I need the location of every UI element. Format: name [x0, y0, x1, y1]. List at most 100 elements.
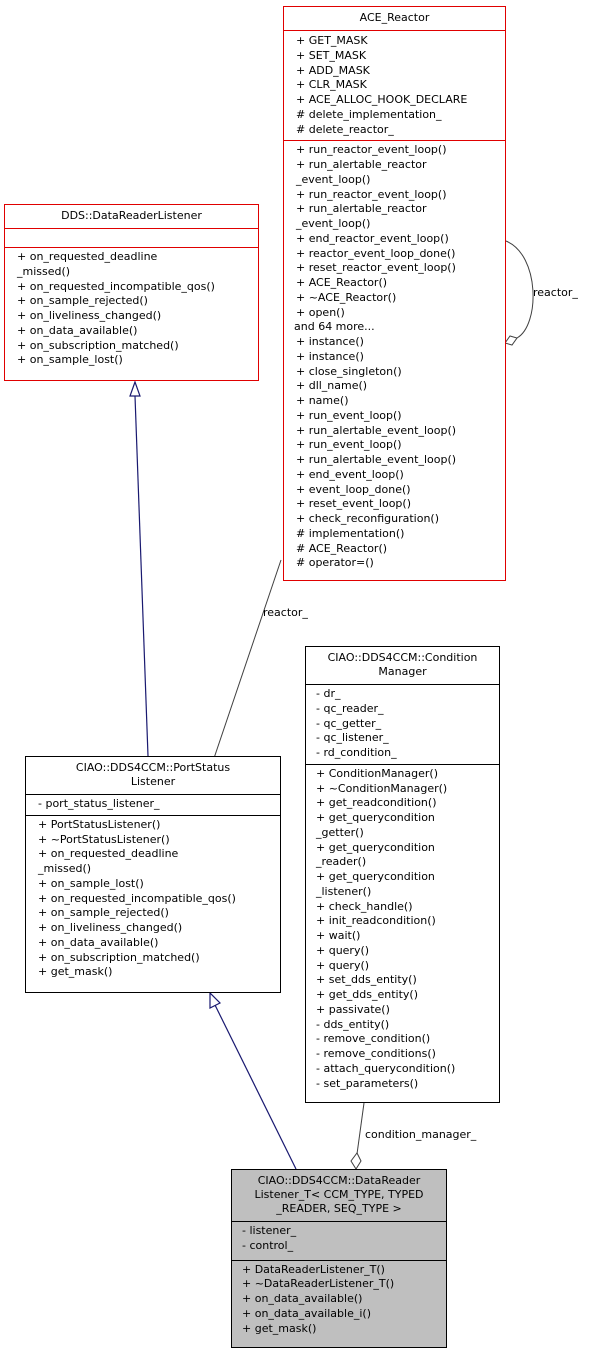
method-row: _getter()	[316, 825, 364, 839]
method-row: + get_dds_entity()	[316, 988, 418, 1001]
method-row: + on_sample_rejected()	[17, 294, 148, 308]
method-row: - dds_entity()	[316, 1017, 390, 1031]
method-row: + event_loop_done()	[296, 482, 411, 496]
method-row: _reader()	[316, 855, 367, 869]
method-row: + wait()	[316, 929, 361, 942]
method-row: # ACE_Reactor()	[296, 541, 388, 555]
method-row: + name()	[296, 394, 349, 407]
method-row: + reset_event_loop()	[296, 497, 411, 511]
method-row: + on_data_available()	[38, 935, 159, 949]
method-row: + on_liveliness_changed()	[17, 309, 162, 322]
method-row: # implementation()	[296, 526, 405, 540]
attributes-section: + GET_MASK + SET_MASK + ADD_MASK + CLR_M…	[284, 30, 505, 140]
method-row: + run_event_loop()	[296, 438, 402, 452]
class-title: ACE_Reactor	[359, 11, 430, 24]
attribute-row: - control_	[242, 1238, 294, 1252]
method-row: + on_requested_incompatible_qos()	[17, 279, 215, 293]
method-row: + dll_name()	[296, 379, 368, 393]
attributes-section: - port_status_listener_	[26, 794, 280, 815]
class-title-line: Listener	[130, 775, 176, 788]
method-row: + check_reconfiguration()	[296, 512, 440, 525]
method-row: + get_mask()	[242, 1321, 317, 1335]
method-row: + on_requested_deadline	[38, 847, 179, 861]
attribute-row: + SET_MASK	[296, 48, 367, 62]
attribute-row: - listener_	[242, 1224, 297, 1237]
methods-section: + DataReaderListener_T() + ~DataReaderLi…	[232, 1259, 446, 1340]
methods-section: + run_reactor_event_loop() + run_alertab…	[284, 140, 505, 574]
method-row: # operator=()	[296, 556, 374, 570]
class-title-line: CIAO::DDS4CCM::DataReader	[257, 1174, 421, 1187]
attribute-row: - qc_reader_	[316, 701, 384, 715]
method-row: + on_requested_deadline	[17, 250, 158, 263]
method-row: + run_alertable_reactor	[296, 202, 427, 216]
attribute-row: - qc_getter_	[316, 716, 382, 730]
attribute-row: + CLR_MASK	[296, 78, 367, 92]
attributes-section: - listener_ - control_	[232, 1221, 446, 1260]
class-title-line: Listener_T< CCM_TYPE, TYPED	[254, 1188, 424, 1201]
method-row: + get_readcondition()	[316, 796, 437, 810]
inheritance-edge-datareaderlistener-t	[214, 1004, 297, 1170]
class-title: CIAO::DDS4CCM::DataReader Listener_T< CC…	[232, 1170, 446, 1221]
method-row: + ACE_Reactor()	[296, 276, 388, 289]
edge-label-reactor-self: reactor_	[533, 286, 578, 299]
class-title-line: CIAO::DDS4CCM::PortStatus	[75, 761, 231, 774]
method-row: + on_data_available_i()	[242, 1306, 371, 1320]
method-row: + query()	[316, 943, 370, 957]
method-row: + ~DataReaderListener_T()	[242, 1277, 395, 1291]
method-row: + on_subscription_matched()	[17, 338, 179, 352]
method-row: + reactor_event_loop_done()	[296, 246, 456, 260]
method-row: + on_data_available()	[17, 323, 138, 337]
method-row: + instance()	[296, 349, 364, 363]
method-row: + on_sample_lost()	[17, 353, 123, 367]
method-row: - remove_condition()	[316, 1032, 431, 1046]
method-row: + end_event_loop()	[296, 467, 404, 481]
class-title: CIAO::DDS4CCM::PortStatus Listener	[26, 757, 280, 794]
method-row: + on_liveliness_changed()	[38, 921, 183, 934]
method-row: + query()	[316, 958, 370, 972]
method-row: + run_reactor_event_loop()	[296, 187, 447, 201]
method-row: + PortStatusListener()	[38, 817, 161, 831]
method-row: _event_loop()	[296, 172, 371, 186]
method-row: + set_dds_entity()	[316, 973, 417, 987]
method-row: + check_handle()	[316, 899, 413, 913]
more-methods-note: and 64 more...	[294, 320, 375, 334]
method-row: - attach_querycondition()	[316, 1061, 456, 1075]
class-ace-reactor[interactable]: ACE_Reactor + GET_MASK + SET_MASK + ADD_…	[283, 6, 506, 581]
method-row: _missed()	[17, 264, 71, 278]
method-row: + run_alertable_event_loop()	[296, 453, 457, 466]
method-row: _listener()	[316, 884, 372, 898]
method-row: + ~PortStatusListener()	[38, 832, 170, 846]
method-row: + get_querycondition	[316, 840, 435, 854]
class-title-line: Manager	[378, 665, 427, 678]
method-row: + instance()	[296, 335, 364, 348]
reactor-association-edge	[209, 559, 282, 771]
attribute-row: - port_status_listener_	[38, 797, 160, 810]
method-row: + run_reactor_event_loop()	[296, 143, 447, 157]
method-row: + on_sample_rejected()	[38, 906, 169, 920]
attribute-row: + ACE_ALLOC_HOOK_DECLARE	[296, 93, 468, 106]
attributes-section	[5, 228, 258, 247]
method-row: + run_alertable_reactor	[296, 158, 427, 171]
class-dds-datareaderlistener[interactable]: DDS::DataReaderListener + on_requested_d…	[4, 204, 259, 381]
method-row: + reset_reactor_event_loop()	[296, 261, 456, 275]
method-row: + end_reactor_event_loop()	[296, 231, 449, 245]
class-title-line: CIAO::DDS4CCM::Condition	[327, 651, 478, 664]
edge-label-reactor: reactor_	[263, 606, 308, 619]
attribute-row: # delete_implementation_	[296, 107, 442, 121]
method-row: - remove_conditions()	[316, 1047, 436, 1060]
method-row: + on_requested_incompatible_qos()	[38, 891, 236, 905]
class-port-status-listener[interactable]: CIAO::DDS4CCM::PortStatus Listener - por…	[25, 756, 281, 993]
reactor-self-diamond	[504, 335, 518, 346]
class-title-line: _READER, SEQ_TYPE >	[276, 1202, 402, 1215]
class-datareader-listener-t[interactable]: CIAO::DDS4CCM::DataReader Listener_T< CC…	[231, 1169, 447, 1348]
method-row: + passivate()	[316, 1002, 390, 1016]
method-row: + ConditionManager()	[316, 766, 439, 780]
condition-manager-association-diamond	[350, 1152, 362, 1170]
method-row: + ~ACE_Reactor()	[296, 290, 397, 304]
edge-label-condition-manager: condition_manager_	[365, 1128, 477, 1141]
method-row: + on_subscription_matched()	[38, 950, 200, 964]
class-condition-manager[interactable]: CIAO::DDS4CCM::Condition Manager - dr_ -…	[305, 646, 500, 1103]
method-row: + init_readcondition()	[316, 914, 436, 928]
attribute-row: + GET_MASK	[296, 34, 368, 47]
